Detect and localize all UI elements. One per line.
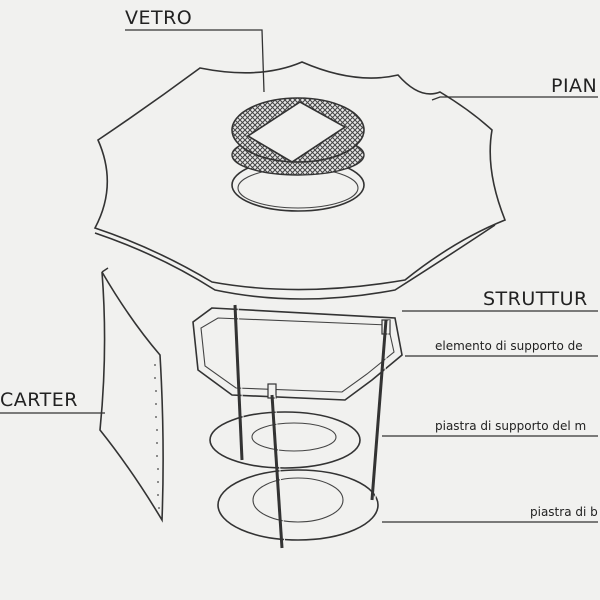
- table-top: [93, 61, 507, 300]
- vertical-rods: [233, 304, 390, 549]
- octagonal-ring-inner: [200, 317, 395, 393]
- carter-panel: [99, 267, 164, 523]
- support-plate-hole: [251, 422, 337, 452]
- table-top-outline: [93, 61, 507, 291]
- leader-vetro: [125, 29, 265, 93]
- label-struttura: STRUTTUR: [483, 288, 588, 310]
- leader-lines: [0, 29, 598, 523]
- base-plate-inner: [252, 477, 344, 523]
- support-plate: [209, 411, 361, 469]
- glass-disc: [231, 97, 365, 176]
- support-structure: [192, 304, 403, 549]
- carter-panel-outline: [99, 271, 164, 523]
- octagonal-ring-outer: [192, 307, 403, 401]
- leader-piano: [431, 96, 598, 101]
- label-piastra-supporto: piastra di supporto del m: [435, 419, 586, 433]
- table-top-edge: [94, 224, 496, 300]
- glass-diamond-window: [246, 101, 347, 163]
- label-piano: PIAN: [551, 75, 597, 97]
- base-plate: [217, 469, 379, 541]
- label-piastra-base: piastra di b: [530, 505, 598, 519]
- label-carter: CARTER: [0, 389, 78, 411]
- label-elemento-supporto: elemento di supporto de: [435, 339, 583, 353]
- carter-perforations: [154, 364, 160, 509]
- label-vetro: VETRO: [125, 7, 192, 29]
